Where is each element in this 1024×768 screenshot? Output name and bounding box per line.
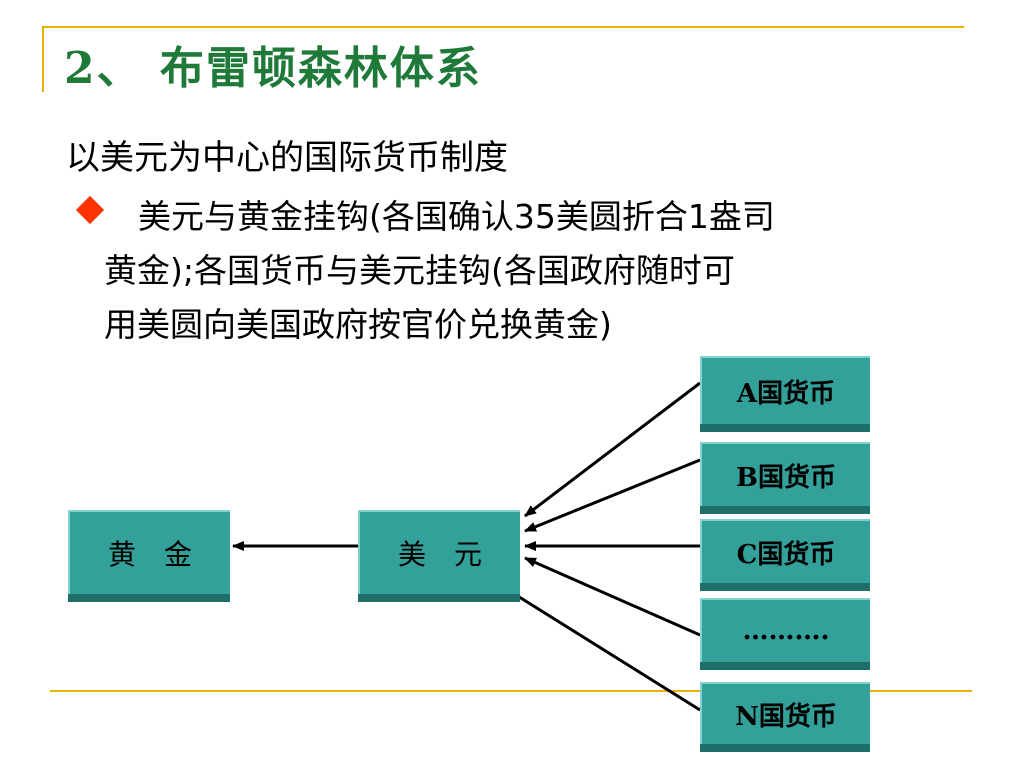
- currency-a-box: A国货币: [700, 356, 870, 424]
- dollar-box: 美 元: [358, 510, 520, 594]
- slide-subtitle: 以美元为中心的国际货币制度: [66, 138, 508, 178]
- bottom-rule: [50, 690, 972, 692]
- currency-etc-box: ……….: [700, 598, 870, 662]
- bullet-line-1: 美元与黄金挂钩(各国确认35美圆折合1盎司: [138, 197, 775, 236]
- currency-b-box: B国货币: [700, 442, 870, 506]
- arrow-b-to-dollar: [524, 458, 701, 533]
- slide-title: 2、 布雷顿森林体系: [64, 43, 482, 94]
- arrow-a-to-dollar: [524, 381, 701, 518]
- bullet-paragraph: 美元与黄金挂钩(各国确认35美圆折合1盎司 黄金);各国货币与美元挂钩(各国政府…: [104, 190, 984, 352]
- arrow-n-to-dollar: [507, 588, 701, 712]
- left-rule: [42, 26, 44, 92]
- arrow-etc-to-dollar: [524, 556, 701, 637]
- bullet-line-2: 黄金);各国货币与美元挂钩(各国政府随时可: [104, 251, 735, 290]
- bullet-line-3: 用美圆向美国政府按官价兑换黄金): [104, 305, 612, 344]
- gold-box: 黄 金: [68, 510, 230, 594]
- currency-n-box: N国货币: [700, 682, 870, 744]
- currency-c-box: C国货币: [700, 519, 870, 583]
- top-rule: [42, 26, 964, 28]
